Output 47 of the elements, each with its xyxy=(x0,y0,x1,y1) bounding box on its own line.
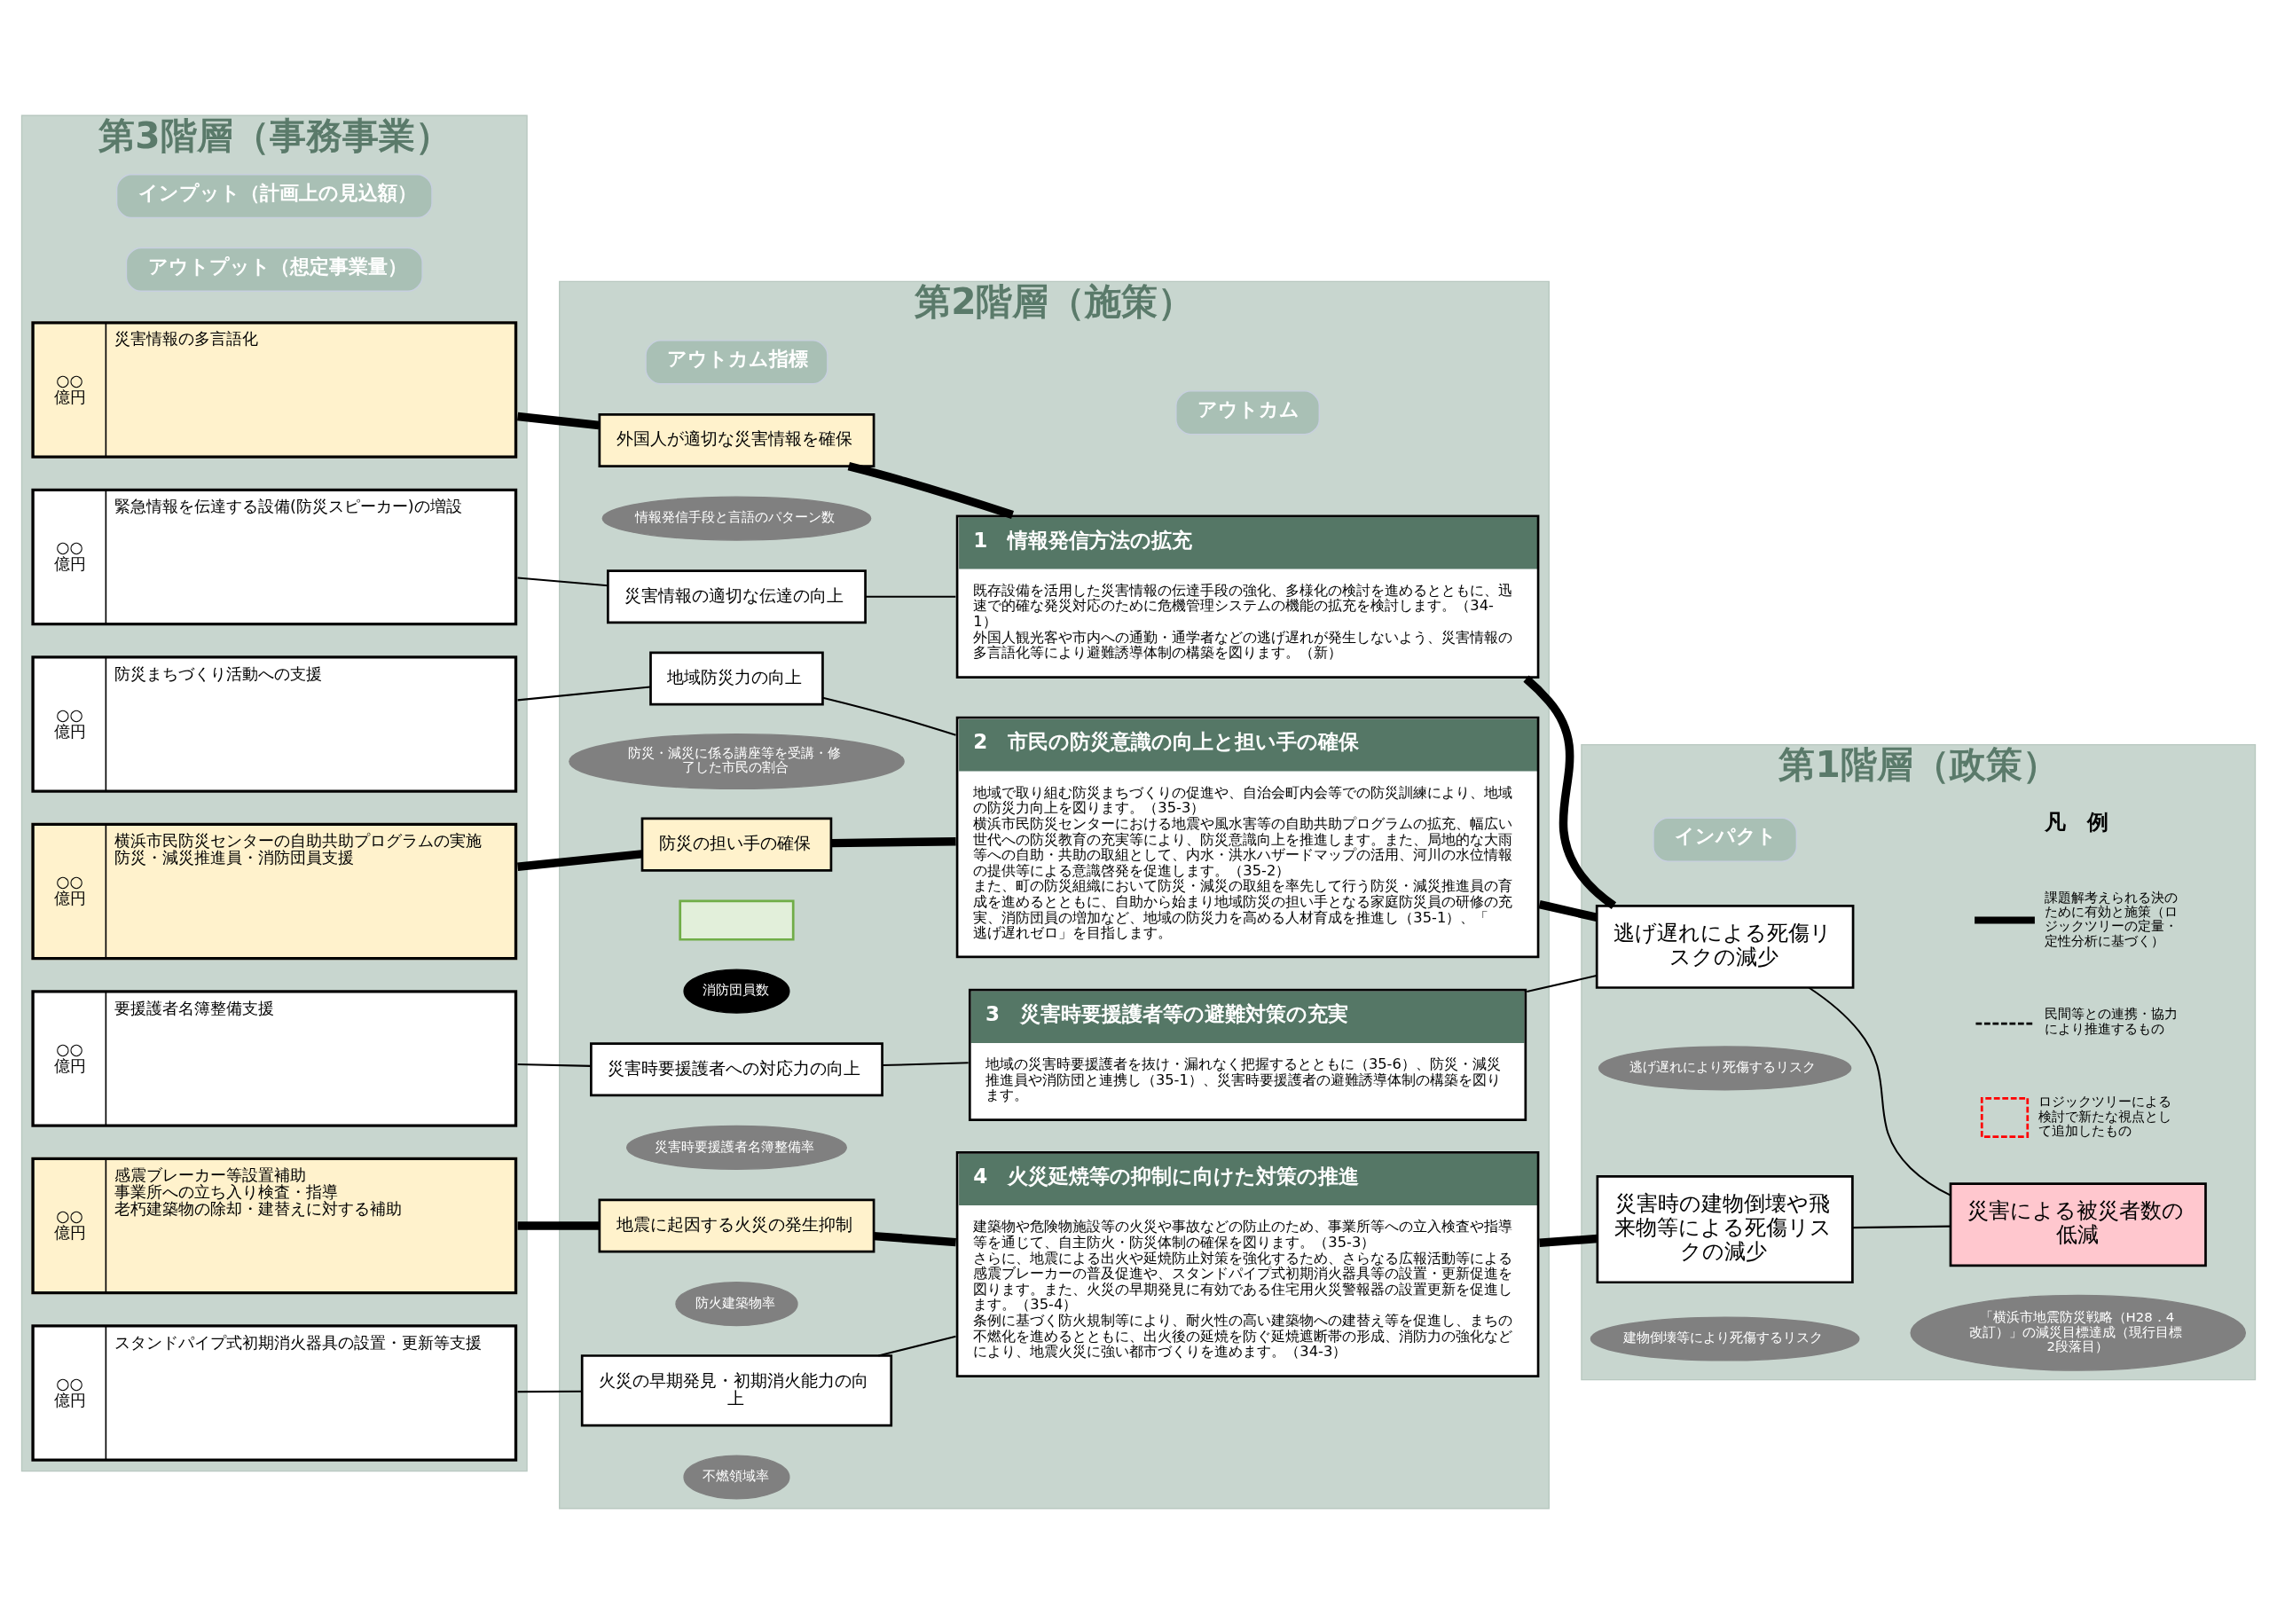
connector xyxy=(1527,975,1597,992)
connector xyxy=(517,1221,600,1230)
node-box: インプット（計画上の見込額） xyxy=(115,174,433,219)
node-box: 地域防災力の向上 xyxy=(649,651,824,706)
legend-label: 民間等との連携・協力により推進するもの xyxy=(2044,1006,2178,1037)
node-box: 防災の担い手の確保 xyxy=(640,817,833,872)
node-box: アウトプット（想定事業量） xyxy=(125,247,423,292)
node-ellipse: 災害時要援護者名簿整備率 xyxy=(625,1125,847,1170)
node-ellipse: 防災・減災に係る講座等を受講・修了した市民の割合 xyxy=(569,734,905,790)
connector xyxy=(517,577,609,587)
node-ellipse: 建物倒壊等により死傷するリスク xyxy=(1590,1316,1860,1361)
connector xyxy=(873,1231,956,1247)
node-box: 災害情報の適切な伝達の向上 xyxy=(607,569,867,624)
label: 凡 例 xyxy=(2045,809,2109,836)
node-box: アウトカム xyxy=(1175,390,1320,435)
connector xyxy=(882,1062,969,1067)
node-ellipse: 防火建築物率 xyxy=(675,1282,798,1327)
node-box: 災害時要援護者への対応力の向上 xyxy=(590,1042,883,1097)
node-ellipse: 消防団員数 xyxy=(683,969,790,1014)
legend-label: ロジックツリーによる検討で新たな視点として追加したもの xyxy=(2038,1094,2171,1140)
node-ellipse: 情報発信手段と言語のパターン数 xyxy=(601,496,872,541)
node-box: 災害時の建物倒壊や飛来物等による死傷リスクの減少 xyxy=(1596,1175,1854,1284)
connector xyxy=(830,836,956,848)
connector xyxy=(822,696,956,736)
connector xyxy=(1808,986,1951,1196)
node-box: 火災の早期発見・初期消火能力の向上 xyxy=(580,1354,893,1427)
node-box: 災害による被災者数の低減 xyxy=(1949,1182,2207,1267)
node-box: 地震に起因する火災の発生抑制 xyxy=(598,1198,875,1253)
node-box: インパクト xyxy=(1653,817,1797,862)
node-ellipse: 不燃領域率 xyxy=(683,1455,790,1500)
connector xyxy=(517,1063,592,1067)
node-box xyxy=(679,899,795,941)
connector xyxy=(517,1390,583,1393)
connector xyxy=(1852,1225,1951,1229)
node-ellipse: 逃げ遅れにより死傷するリスク xyxy=(1598,1046,1852,1091)
connector xyxy=(865,595,956,598)
connector xyxy=(847,462,1014,519)
connector xyxy=(517,686,651,702)
legend-label: 課題解考えられる決のために有効と施策（ロジックツリーの定量・定性分析に基づく） xyxy=(2044,889,2178,949)
connector xyxy=(1538,899,1598,922)
node-box: アウトカム指標 xyxy=(645,340,828,385)
node-box: 逃げ遅れによる死傷リスクの減少 xyxy=(1595,904,1855,989)
node-box: 外国人が適切な災害情報を確保 xyxy=(598,412,875,467)
connector xyxy=(878,1335,956,1357)
connector xyxy=(1539,1234,1598,1248)
node-ellipse: 「横浜市地震防災戦略（H28．4改訂）」の減災目標達成（現行目標2段落目） xyxy=(1910,1294,2247,1371)
connector xyxy=(1523,675,1617,909)
